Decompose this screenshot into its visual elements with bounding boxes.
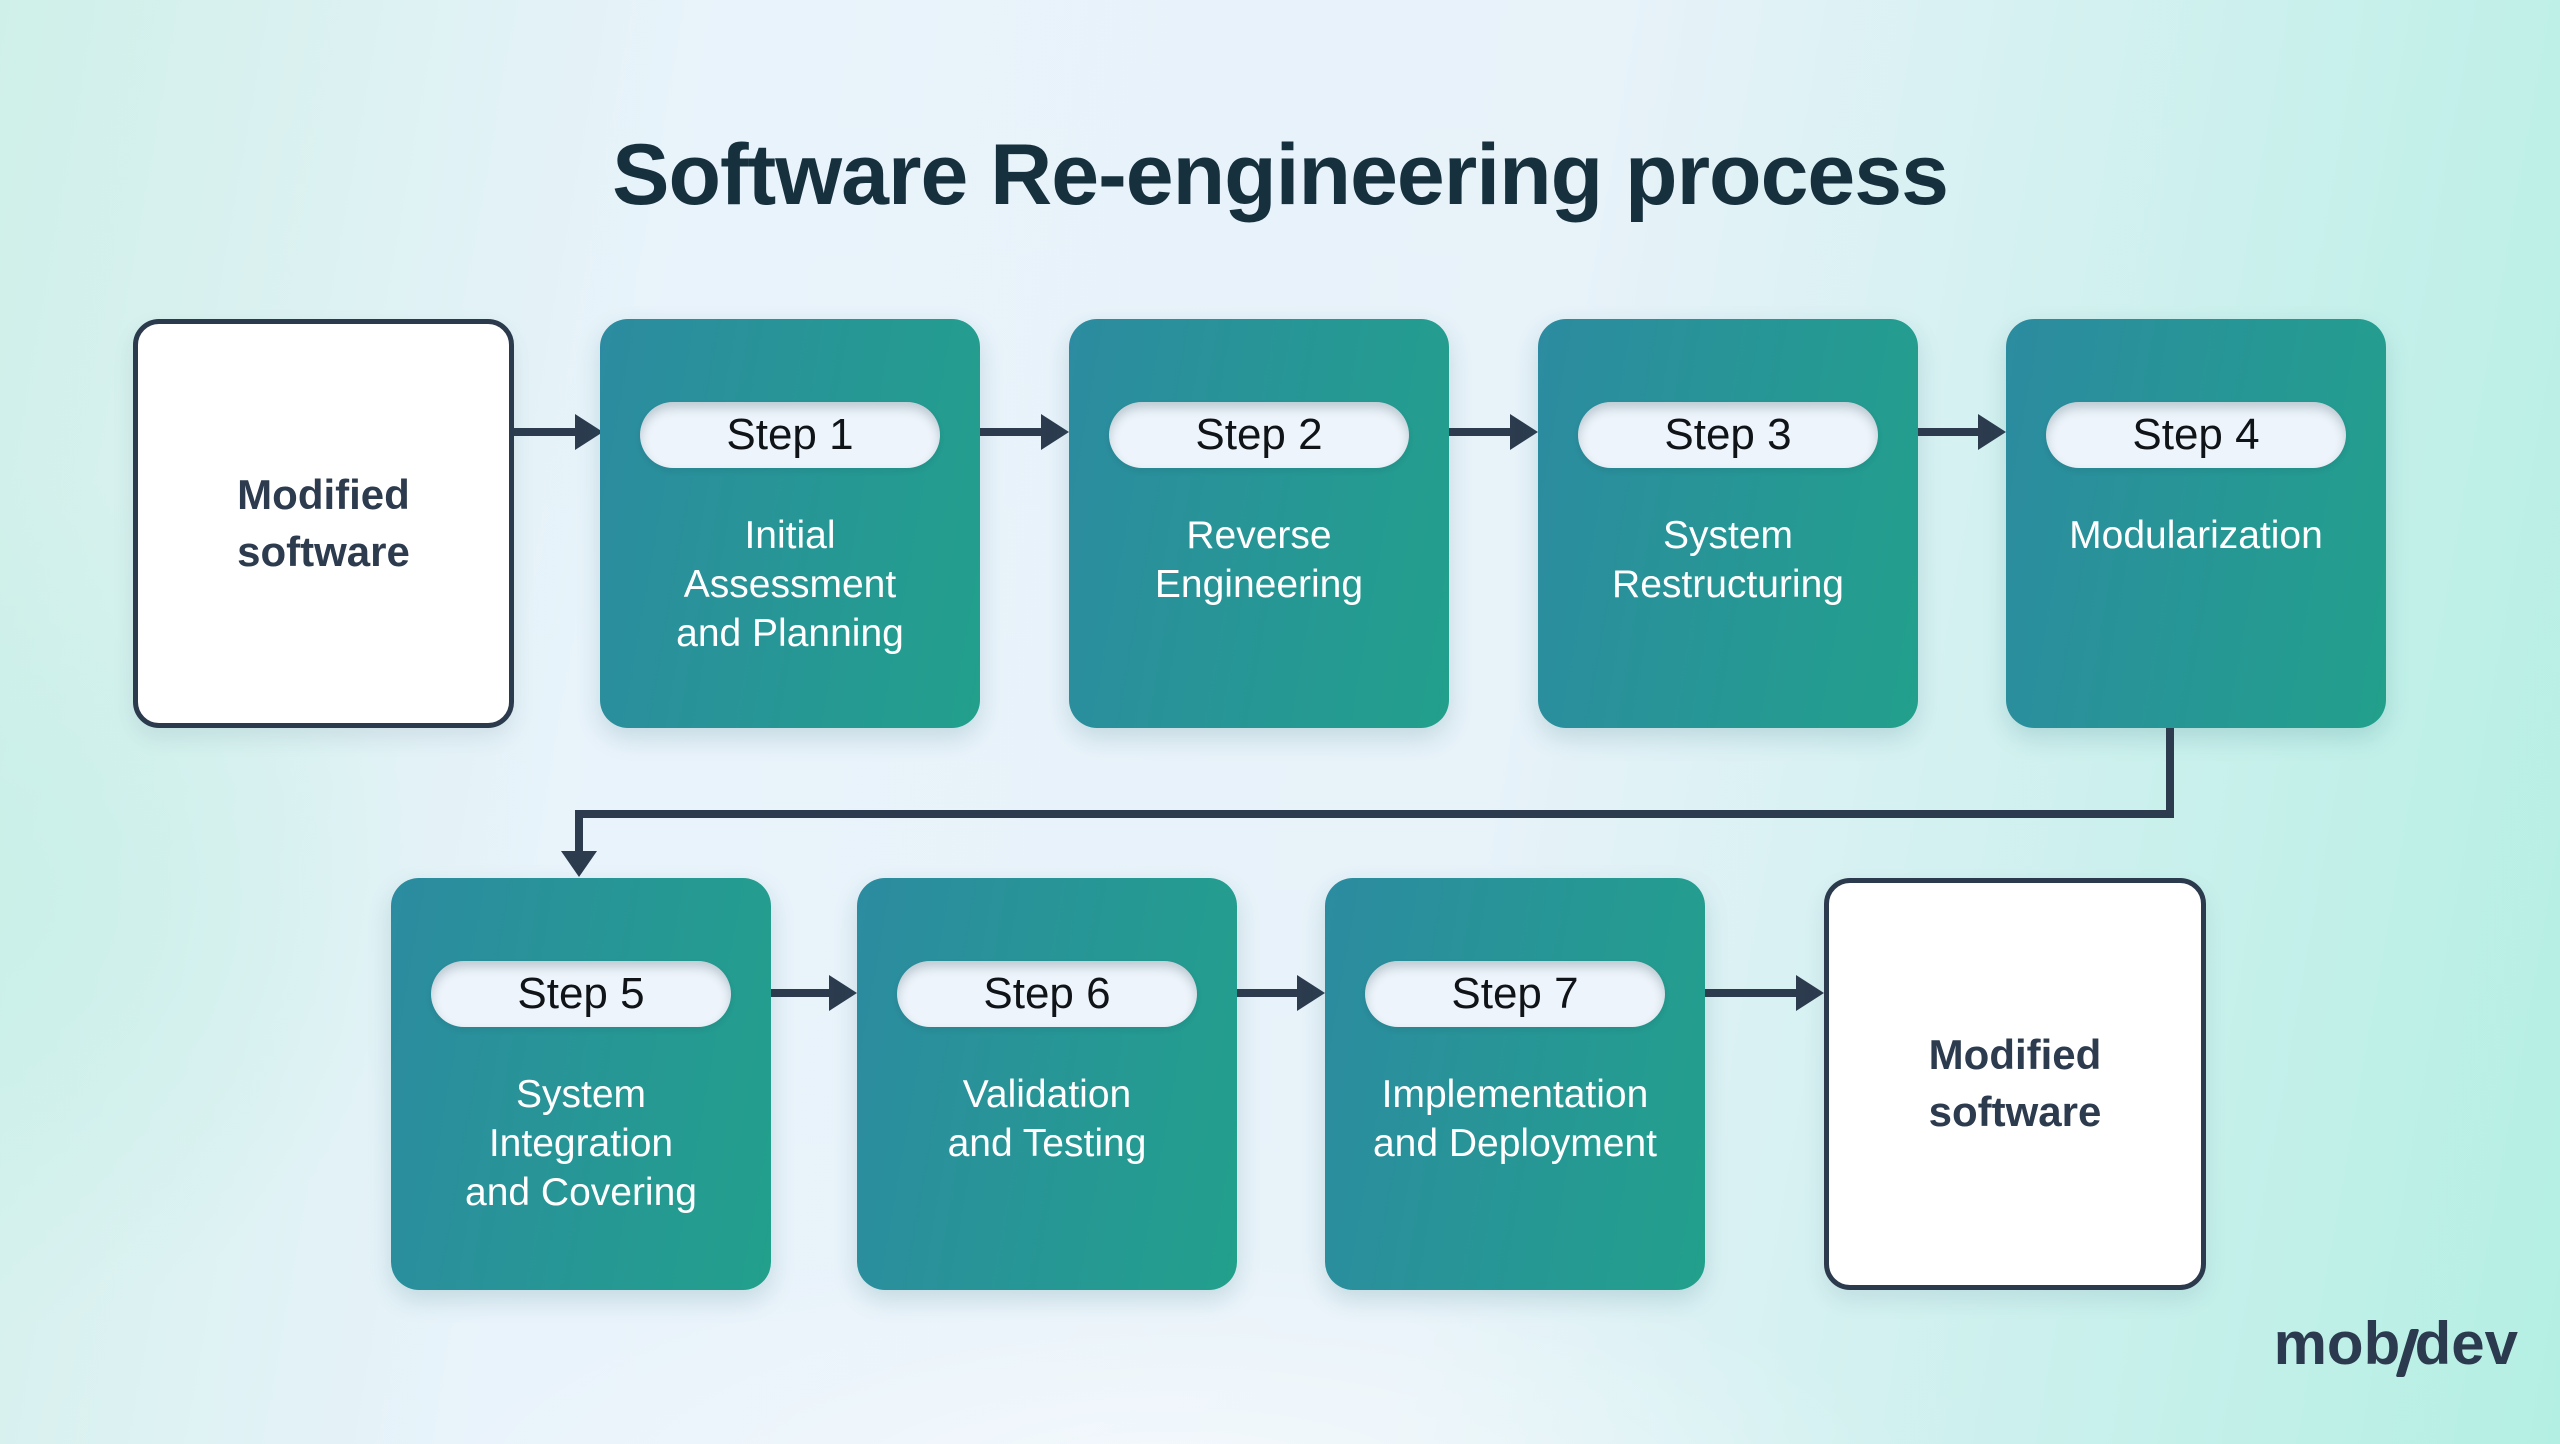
step-2-box: Step 2 Reverse Engineering — [1069, 319, 1449, 728]
step-1-box: Step 1 Initial Assessment and Planning — [600, 319, 980, 728]
step-7-badge: Step 7 — [1365, 961, 1665, 1027]
arrow-down-icon — [561, 810, 597, 877]
node-start-label: Modified software — [237, 470, 410, 575]
step-6-label: Validation and Testing — [947, 1073, 1147, 1165]
arrow-right-icon — [1705, 975, 1824, 1011]
step-3-box: Step 3 System Restructuring — [1538, 319, 1918, 728]
step-7-label: Implementation and Deployment — [1372, 1073, 1657, 1165]
step-4-label: Modularization — [2069, 514, 2323, 557]
page-title: Software Re-engineering process — [612, 127, 1949, 223]
arrow-right-icon — [1449, 414, 1538, 450]
step-3-label: System Restructuring — [1612, 514, 1844, 606]
step-4-badge: Step 4 — [2046, 402, 2346, 468]
step-6-box: Step 6 Validation and Testing — [857, 878, 1237, 1290]
step-5-label: System Integration and Covering — [465, 1073, 697, 1214]
arrow-right-icon — [1918, 414, 2006, 450]
elbow-connector-vertical-from-step-4 — [2166, 728, 2174, 818]
arrow-right-icon — [980, 414, 1069, 450]
step-4-box: Step 4 Modularization — [2006, 319, 2386, 728]
step-5-box: Step 5 System Integration and Covering — [391, 878, 771, 1290]
step-2-label: Reverse Engineering — [1154, 514, 1364, 606]
arrow-right-icon — [1237, 975, 1325, 1011]
arrow-right-icon — [771, 975, 857, 1011]
step-1-label: Initial Assessment and Planning — [676, 514, 904, 655]
step-5-badge: Step 5 — [431, 961, 731, 1027]
logo-prefix: mob — [2273, 1310, 2401, 1377]
node-modified-software-end: Modified software — [1824, 878, 2206, 1290]
logo-suffix: dev — [2414, 1310, 2518, 1377]
node-end-label: Modified software — [1928, 1031, 2102, 1135]
node-modified-software-start: Modified software — [133, 319, 514, 728]
step-2-badge: Step 2 — [1109, 402, 1409, 468]
step-6-badge: Step 6 — [897, 961, 1197, 1027]
arrow-right-icon — [514, 414, 603, 450]
elbow-connector-horizontal — [575, 810, 2174, 818]
step-3-badge: Step 3 — [1578, 402, 1878, 468]
step-1-badge: Step 1 — [640, 402, 940, 468]
step-7-box: Step 7 Implementation and Deployment — [1325, 878, 1705, 1290]
